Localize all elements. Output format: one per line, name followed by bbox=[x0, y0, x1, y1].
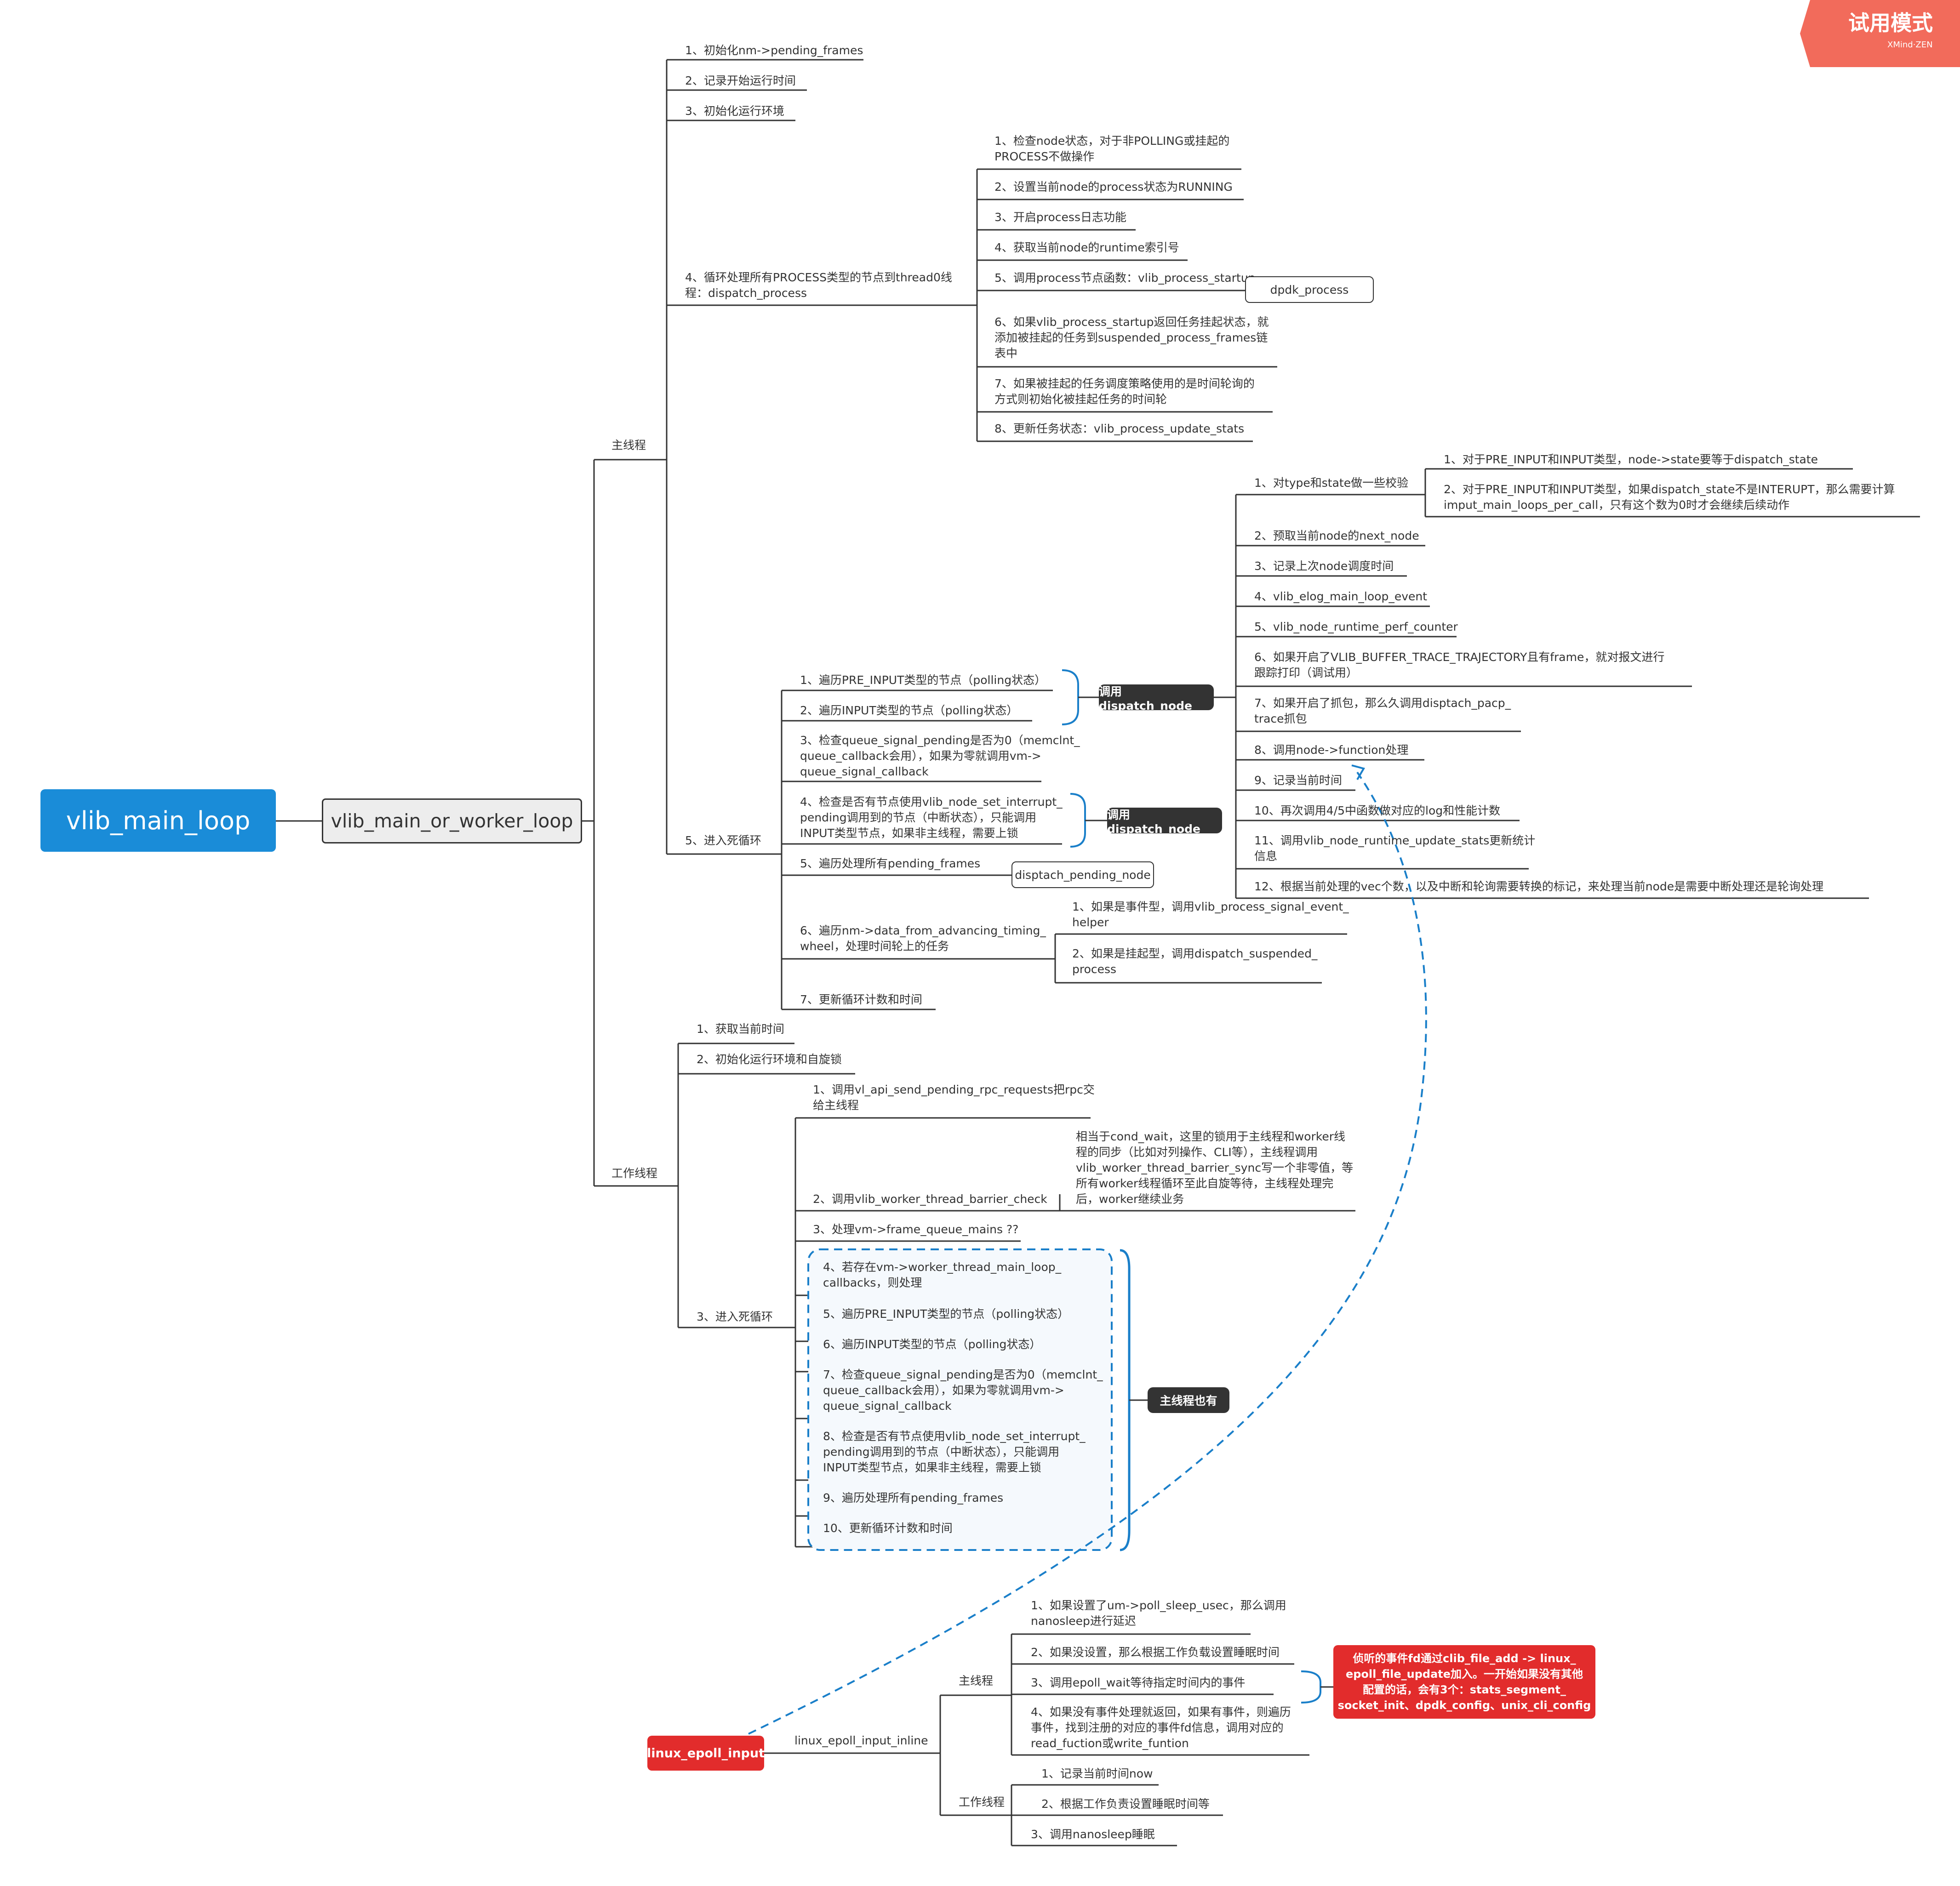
dispatch-item-6[interactable]: 6、如果开启了VLIB_BUFFER_TRACE_TRAJECTORY且有fra… bbox=[1254, 650, 1665, 679]
worker-item-2[interactable]: 2、初始化运行环境和自旋锁 bbox=[697, 1053, 842, 1066]
worker-item-1[interactable]: 1、获取当前时间 bbox=[697, 1022, 784, 1036]
epoll-fd-note[interactable]: 侦听的事件fd通过clib_file_add -> linux_ epoll_f… bbox=[1333, 1645, 1595, 1719]
worker-loop-item-4[interactable]: 4、若存在vm->worker_thread_main_loop_ callba… bbox=[823, 1260, 1062, 1289]
process-item-3[interactable]: 3、开启process日志功能 bbox=[994, 211, 1126, 224]
loop-item-6[interactable]: 6、遍历nm->data_from_advancing_timing_ whee… bbox=[800, 924, 1046, 953]
linux-epoll-input-node[interactable]: linux_epoll_input bbox=[647, 1736, 765, 1771]
epoll-worker-label[interactable]: 工作线程 bbox=[959, 1795, 1005, 1809]
dispatch-item-7[interactable]: 7、如果开启了抓包，那么久调用disptach_pacp_ trace抓包 bbox=[1254, 696, 1511, 725]
process-item-7[interactable]: 7、如果被挂起的任务调度策略使用的是时间轮询的 方式则初始化被挂起任务的时间轮 bbox=[994, 377, 1255, 406]
main-item-4[interactable]: 4、循环处理所有PROCESS类型的节点到thread0线 程：dispatch… bbox=[685, 271, 952, 300]
dispatch-node-tag-1[interactable]: 调用dispatch_node bbox=[1099, 684, 1214, 712]
epoll-inline-label[interactable]: linux_epoll_input_inline bbox=[794, 1734, 928, 1747]
epoll-main-item-1[interactable]: 1、如果设置了um->poll_sleep_usec，那么调用 nanoslee… bbox=[1031, 1599, 1286, 1628]
worker-loop-item-6[interactable]: 6、遍历INPUT类型的节点（polling状态） bbox=[823, 1338, 1041, 1351]
epoll-main-item-3[interactable]: 3、调用epoll_wait等待指定时间内的事件 bbox=[1031, 1676, 1246, 1689]
worker-loop-item-7[interactable]: 7、检查queue_signal_pending是否为0（memclnt_ qu… bbox=[823, 1368, 1103, 1413]
dispatch-item-9[interactable]: 9、记录当前时间 bbox=[1254, 774, 1342, 787]
dispatch-item-5[interactable]: 5、vlib_node_runtime_perf_counter bbox=[1254, 620, 1458, 633]
main-item-2[interactable]: 2、记录开始运行时间 bbox=[685, 74, 796, 87]
epoll-worker-item-3[interactable]: 3、调用nanosleep睡眠 bbox=[1031, 1828, 1155, 1841]
dispatch-pending-node-box[interactable]: disptach_pending_node bbox=[1011, 861, 1154, 888]
dispatch-item-2[interactable]: 2、预取当前node的next_node bbox=[1254, 529, 1419, 542]
dispatch-item-8[interactable]: 8、调用node->function处理 bbox=[1254, 743, 1409, 757]
worker-loop-item-9[interactable]: 9、遍历处理所有pending_frames bbox=[823, 1491, 1004, 1504]
root-topic[interactable]: vlib_main_loop bbox=[40, 789, 276, 852]
main-item-5[interactable]: 5、进入死循环 bbox=[685, 834, 761, 847]
trial-mode-brand: XMind·ZEN bbox=[1887, 40, 1933, 50]
check-item-2[interactable]: 2、对于PRE_INPUT和INPUT类型，如果dispatch_state不是… bbox=[1444, 483, 1895, 512]
worker-loop-item-3[interactable]: 3、处理vm->frame_queue_mains ?? bbox=[813, 1223, 1019, 1236]
worker-loop-item-2[interactable]: 2、调用vlib_worker_thread_barrier_check bbox=[813, 1192, 1047, 1206]
epoll-worker-item-2[interactable]: 2、根据工作负责设置睡眠时间等 bbox=[1041, 1797, 1210, 1811]
loop-item-5[interactable]: 5、遍历处理所有pending_frames bbox=[800, 857, 981, 870]
worker-loop-item-8[interactable]: 8、检查是否有节点使用vlib_node_set_interrupt_ pend… bbox=[823, 1430, 1086, 1474]
loop-item-1[interactable]: 1、遍历PRE_INPUT类型的节点（polling状态） bbox=[800, 673, 1046, 687]
dispatch-item-11[interactable]: 11、调用vlib_node_runtime_update_stats更新统计 … bbox=[1254, 834, 1536, 863]
process-item-8[interactable]: 8、更新任务状态：vlib_process_update_stats bbox=[994, 422, 1245, 435]
epoll-main-item-2[interactable]: 2、如果没设置，那么根据工作负载设置睡眠时间 bbox=[1031, 1646, 1280, 1659]
main-item-3[interactable]: 3、初始化运行环境 bbox=[685, 104, 784, 118]
topic-vlib-main-or-worker-loop[interactable]: vlib_main_or_worker_loop bbox=[322, 798, 582, 843]
dispatch-item-3[interactable]: 3、记录上次node调度时间 bbox=[1254, 559, 1394, 573]
process-item-2[interactable]: 2、设置当前node的process状态为RUNNING bbox=[994, 180, 1233, 194]
dispatch-item-10[interactable]: 10、再次调用4/5中函数做对应的log和性能计数 bbox=[1254, 804, 1501, 817]
epoll-worker-item-1[interactable]: 1、记录当前时间now bbox=[1041, 1767, 1153, 1780]
worker-item-3[interactable]: 3、进入死循环 bbox=[697, 1310, 773, 1323]
process-item-4[interactable]: 4、获取当前node的runtime索引号 bbox=[994, 241, 1179, 254]
barrier-note[interactable]: 相当于cond_wait，这里的锁用于主线程和worker线 程的同步（比如对列… bbox=[1076, 1130, 1354, 1206]
dispatch-item-4[interactable]: 4、vlib_elog_main_loop_event bbox=[1254, 590, 1428, 603]
loop-item-2[interactable]: 2、遍历INPUT类型的节点（polling状态） bbox=[800, 704, 1018, 717]
loop-item-4[interactable]: 4、检查是否有节点使用vlib_node_set_interrupt_ pend… bbox=[800, 795, 1063, 840]
dpdk-process-box[interactable]: dpdk_process bbox=[1245, 276, 1374, 303]
main-thread-label[interactable]: 主线程 bbox=[611, 439, 646, 452]
process-item-1[interactable]: 1、检查node状态，对于非POLLING或挂起的 PROCESS不做操作 bbox=[994, 134, 1230, 163]
loop-item-7[interactable]: 7、更新循环计数和时间 bbox=[800, 993, 922, 1006]
worker-loop-item-10[interactable]: 10、更新循环计数和时间 bbox=[823, 1521, 953, 1535]
main-also-tag[interactable]: 主线程也有 bbox=[1148, 1387, 1229, 1413]
worker-loop-item-5[interactable]: 5、遍历PRE_INPUT类型的节点（polling状态） bbox=[823, 1307, 1069, 1321]
epoll-main-item-4[interactable]: 4、如果没有事件处理就返回，如果有事件，则遍历 事件，找到注册的对应的事件fd信… bbox=[1031, 1705, 1291, 1750]
dispatch-item-1[interactable]: 1、对type和state做一些校验 bbox=[1254, 476, 1409, 490]
process-item-6[interactable]: 6、如果vlib_process_startup返回任务挂起状态，就 添加被挂起… bbox=[994, 315, 1269, 360]
check-item-1[interactable]: 1、对于PRE_INPUT和INPUT类型，node->state要等于disp… bbox=[1444, 453, 1818, 466]
trial-mode-badge bbox=[1800, 0, 1960, 67]
loop-item-3[interactable]: 3、检查queue_signal_pending是否为0（memclnt_ qu… bbox=[800, 734, 1080, 778]
dispatch-item-12[interactable]: 12、根据当前处理的vec个数，以及中断和轮询需要转换的标记，来处理当前node… bbox=[1254, 880, 1824, 893]
epoll-main-label[interactable]: 主线程 bbox=[959, 1674, 994, 1687]
timing-item-1[interactable]: 1、如果是事件型，调用vlib_process_signal_event_ he… bbox=[1072, 900, 1349, 929]
worker-thread-label[interactable]: 工作线程 bbox=[611, 1167, 658, 1180]
timing-item-2[interactable]: 2、如果是挂起型，调用dispatch_suspended_ process bbox=[1072, 947, 1318, 976]
dispatch-node-tag-2[interactable]: 调用dispatch_node bbox=[1107, 808, 1222, 836]
worker-loop-item-1[interactable]: 1、调用vl_api_send_pending_rpc_requests把rpc… bbox=[813, 1083, 1095, 1112]
trial-mode-title: 试用模式 bbox=[1848, 11, 1933, 35]
main-item-1[interactable]: 1、初始化nm->pending_frames bbox=[685, 44, 863, 57]
process-item-5[interactable]: 5、调用process节点函数：vlib_process_startup bbox=[994, 271, 1256, 285]
